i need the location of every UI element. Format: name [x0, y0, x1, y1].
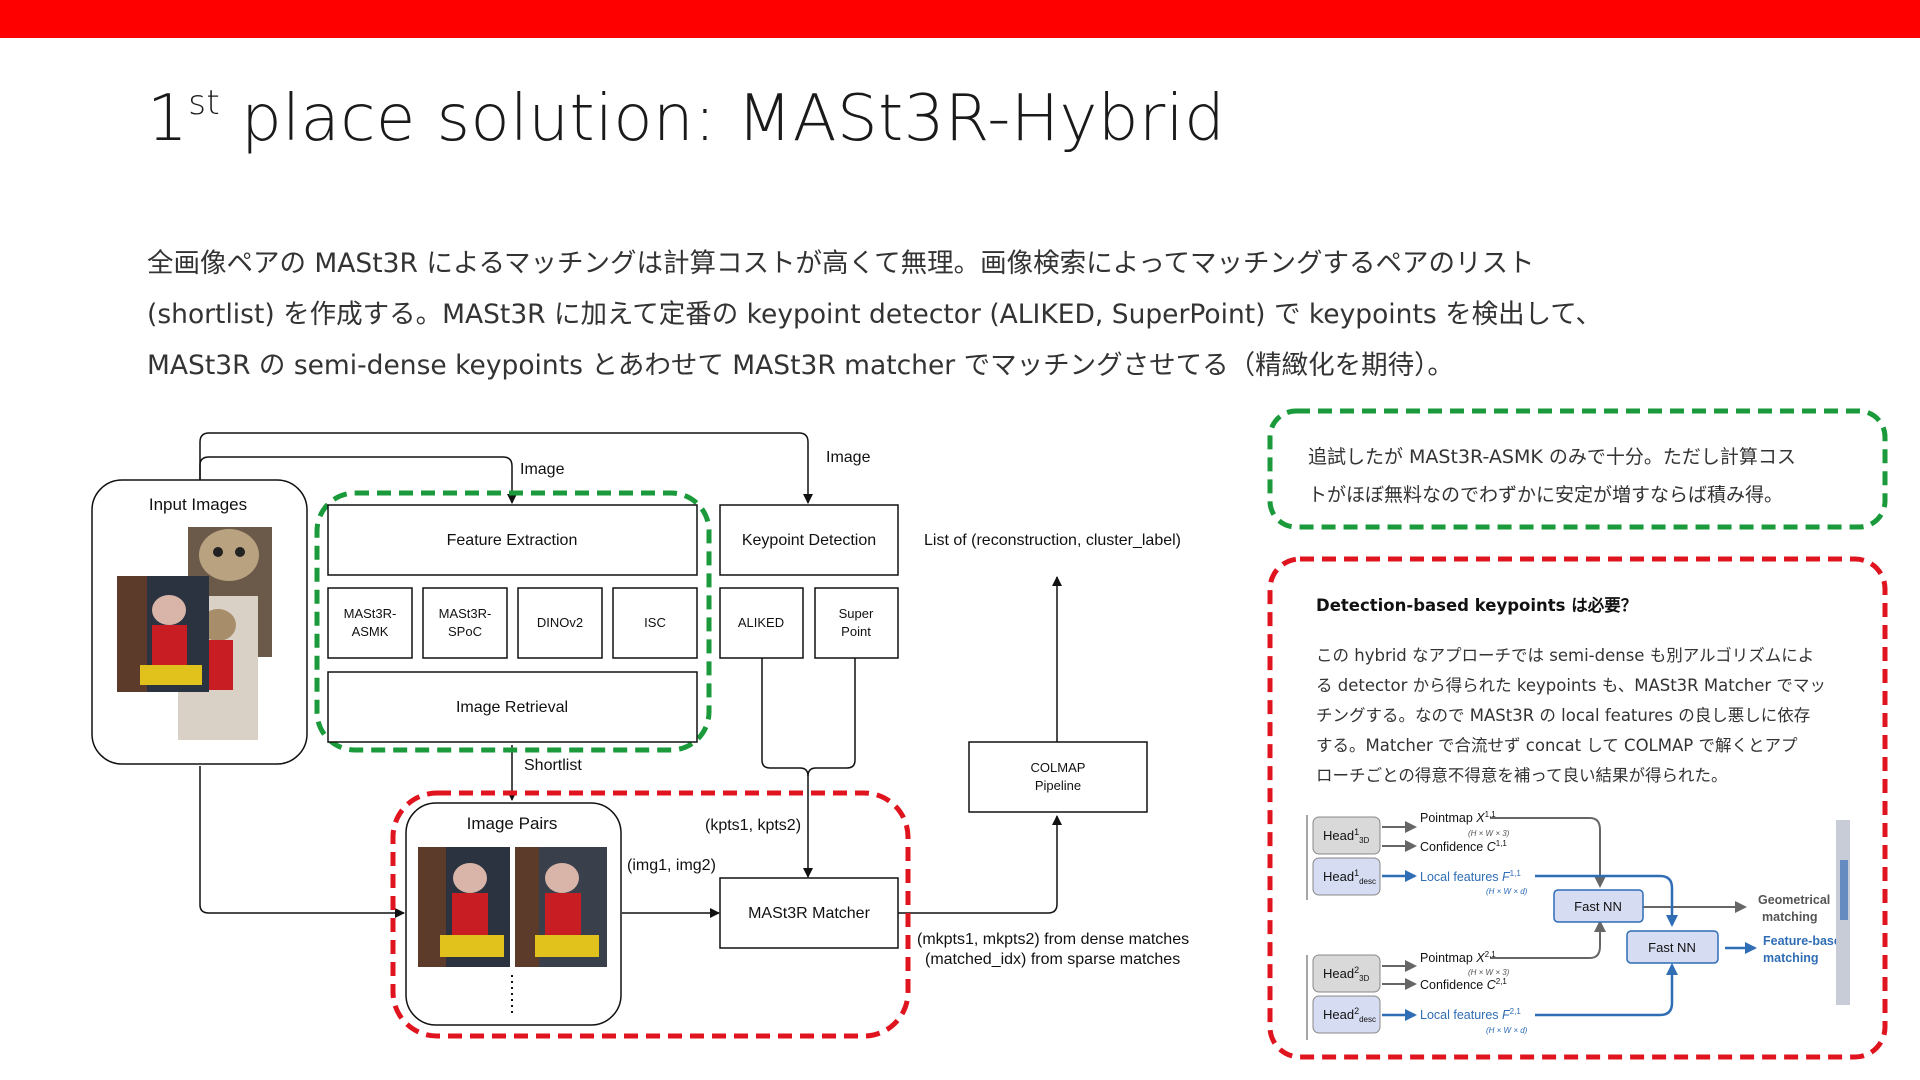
mast3r-head-figure: Head13D Head1desc Head23D Head2desc Poin… [1306, 810, 1850, 1040]
dense-matches-label: (mkpts1, mkpts2) from dense matches [917, 931, 1189, 948]
detector-superpoint [814, 587, 899, 659]
extractor-isc [612, 587, 698, 659]
colmap-l1: COLMAP [1031, 760, 1086, 775]
detector-aliked [719, 587, 804, 659]
description-line: (shortlist) を作成する。MASt3R に加えて定番の keypoin… [147, 299, 1602, 330]
img-label: (img1, img2) [627, 857, 716, 874]
feature-extraction-box [327, 504, 698, 576]
kpts-label: (kpts1, kpts2) [705, 817, 801, 834]
local-1-dim: (H × W × d) [1486, 887, 1528, 896]
slide-description: 全画像ペアの MASt3R によるマッチングは計算コストが高くて無理。画像検索に… [147, 238, 1747, 391]
mast3r-matcher-label: MASt3R Matcher [748, 905, 870, 922]
local-1-label: Local features F1,1 [1420, 869, 1521, 884]
edge-matcher-to-colmap [897, 815, 1062, 914]
question-body: この hybrid なアプローチでは semi-dense も別アルゴリズムによ… [1316, 641, 1856, 791]
detector-superpoint-l1: Super [839, 606, 874, 621]
fast-nn-2-label: Fast NN [1648, 940, 1696, 955]
edge-aliked-to-matcher [761, 658, 813, 878]
extractor-dinov2 [517, 587, 603, 659]
colmap-l2: Pipeline [1035, 778, 1081, 793]
edge-input-to-pairs [199, 766, 405, 918]
extractor-boxes: MASt3R- ASMK MASt3R- SPoC DINOv2 ISC [327, 587, 698, 659]
image-pair-photos [418, 847, 607, 967]
top-accent-bar [0, 0, 1920, 38]
extractor-isc-label: ISC [644, 615, 666, 630]
slide-title: 1st place solution: MASt3R-Hybrid [147, 82, 1226, 156]
pointmap-1-label: Pointmap X1,1 [1420, 810, 1496, 825]
pointmap-1-dim: (H × W × 3) [1468, 829, 1510, 838]
mast3r-matcher-box [719, 877, 899, 949]
question-line: ローチごとの得意不得意を補って良い結果が得られた。 [1316, 766, 1728, 785]
extractor-mast3r-asmk [327, 587, 413, 659]
input-images-label: Input Images [149, 495, 247, 514]
question-line: チングする。なので MASt3R の local features の良し悪しに… [1316, 706, 1811, 725]
image-label-1: Image [520, 461, 565, 478]
colmap-box [968, 741, 1148, 813]
image-label-2: Image [826, 449, 871, 466]
input-photo-stack [117, 527, 272, 740]
list-of-label: List of (reconstruction, cluster_label) [924, 532, 1181, 549]
fast-nn-1-label: Fast NN [1574, 899, 1622, 914]
feature-based-l1: Feature-based [1763, 934, 1848, 948]
feature-based-l2: matching [1763, 951, 1819, 965]
detector-superpoint-l2: Point [841, 624, 871, 639]
question-line: する。Matcher で合流せず concat して COLMAP で解くとアプ [1316, 736, 1798, 755]
extractor-mast3r-asmk-l2: ASMK [352, 624, 389, 639]
description-line: MASt3R の semi-dense keypoints とあわせて MASt… [147, 350, 1454, 381]
geometrical-l1: Geometrical [1758, 893, 1830, 907]
sparse-matches-label: (matched_idx) from sparse matches [925, 951, 1180, 968]
fast-nn-1-box [1553, 889, 1644, 923]
feature-extraction-label: Feature Extraction [447, 532, 578, 549]
fast-nn-2-box [1626, 930, 1719, 964]
extractor-mast3r-asmk-l1: MASt3R- [344, 606, 397, 621]
extractor-dinov2-label: DINOv2 [537, 615, 583, 630]
matching-group-outline [390, 790, 911, 1039]
keypoint-detection-label: Keypoint Detection [742, 532, 876, 549]
headdesc-1-box [1312, 857, 1381, 896]
question-line: この hybrid なアプローチでは semi-dense も別アルゴリズムによ [1316, 646, 1815, 665]
note-box-outline [1267, 408, 1888, 530]
pointmap-2-label: Pointmap X2,1 [1420, 950, 1496, 965]
edge-superpoint-merge [807, 658, 856, 777]
local-2-dim: (H × W × d) [1486, 1026, 1528, 1035]
question-line: る detector から得られた keypoints も、MASt3R Mat… [1316, 676, 1826, 695]
keypoint-detection-box [719, 504, 899, 576]
extractor-mast3r-spoc-l1: MASt3R- [439, 606, 492, 621]
geometrical-l2: matching [1762, 910, 1818, 924]
head3d-2-box [1312, 954, 1381, 993]
note-text: 追試したが MASt3R-ASMK のみで十分。ただし計算コス トがほぼ無料なの… [1308, 438, 1868, 514]
pointmap-2-dim: (H × W × 3) [1468, 968, 1510, 977]
edge-image-to-feature [199, 456, 517, 504]
image-retrieval-box [327, 671, 698, 743]
description-line: 全画像ペアの MASt3R によるマッチングは計算コストが高くて無理。画像検索に… [147, 248, 1535, 279]
image-retrieval-label: Image Retrieval [456, 699, 568, 716]
question-box-outline [1267, 556, 1888, 1060]
question-title: Detection-based keypoints は必要？ [1316, 596, 1638, 615]
local-2-label: Local features F2,1 [1420, 1007, 1521, 1022]
note-line: 追試したが MASt3R-ASMK のみで十分。ただし計算コス [1308, 446, 1796, 468]
image-pairs-label: Image Pairs [467, 814, 558, 833]
shortlist-label: Shortlist [524, 757, 582, 774]
retrieval-group-outline [314, 490, 712, 753]
extractor-mast3r-spoc-l2: SPoC [448, 624, 482, 639]
headdesc-2-box [1312, 995, 1381, 1034]
confidence-2-label: Confidence C2,1 [1420, 977, 1507, 992]
confidence-1-label: Confidence C1,1 [1420, 839, 1507, 854]
edge-image-to-keypoint [199, 432, 813, 504]
detector-aliked-label: ALIKED [738, 615, 784, 630]
note-line: トがほぼ無料なのでわずかに安定が増すならば積み得。 [1308, 484, 1784, 506]
extractor-mast3r-spoc [422, 587, 508, 659]
head3d-1-box [1312, 816, 1381, 855]
